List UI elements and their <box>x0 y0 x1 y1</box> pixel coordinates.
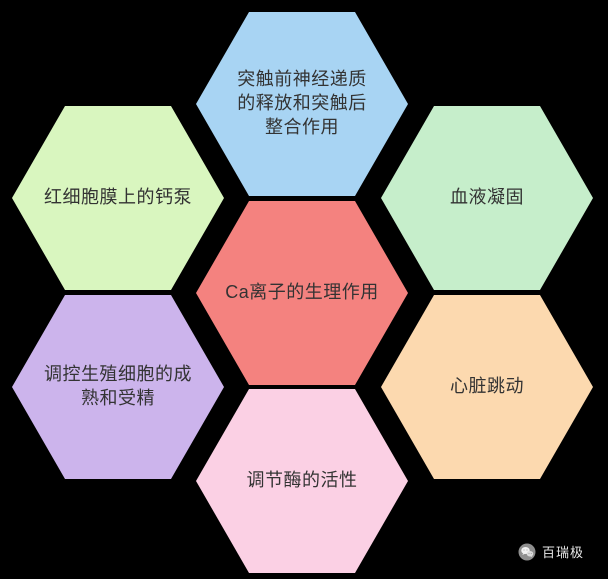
wechat-icon <box>518 543 536 561</box>
hexagon-germ-cell-regulation-label: 调控生殖细胞的成 熟和受精 <box>44 364 192 408</box>
brand-name: 百瑞极 <box>541 545 584 560</box>
hexagon-heartbeat: 心脏跳动 <box>381 295 593 479</box>
hexagon-calcium-pump: 红细胞膜上的钙泵 <box>12 106 224 290</box>
hexagon-central-topic: Ca离子的生理作用 <box>196 201 408 385</box>
brand-watermark: 百瑞极 <box>518 542 584 561</box>
hexagon-blood-coagulation-label: 血液凝固 <box>450 187 524 208</box>
hexagon-heartbeat-label: 心脏跳动 <box>450 376 524 397</box>
hexagon-synaptic-transmission-label: 突触前神经递质 的释放和突触后 整合作用 <box>237 69 367 137</box>
hexagon-synaptic-transmission: 突触前神经递质 的释放和突触后 整合作用 <box>196 12 408 196</box>
hexagon-blood-coagulation: 血液凝固 <box>381 106 593 290</box>
central-topic-label: Ca离子的生理作用 <box>225 282 379 303</box>
hexagon-enzyme-activity: 调节酶的活性 <box>196 389 408 573</box>
hexagon-calcium-pump-label: 红细胞膜上的钙泵 <box>44 187 192 208</box>
hexagon-enzyme-activity-label: 调节酶的活性 <box>246 470 358 491</box>
hexagon-germ-cell-regulation: 调控生殖细胞的成 熟和受精 <box>12 295 224 479</box>
